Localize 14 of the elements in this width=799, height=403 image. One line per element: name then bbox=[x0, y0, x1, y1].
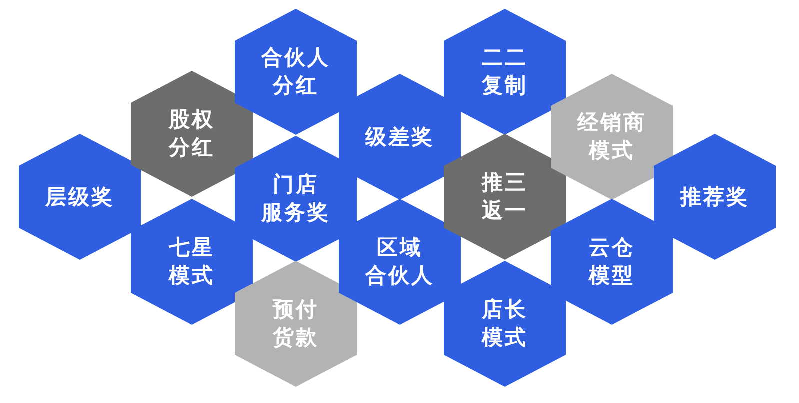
tile-label: 店长模式 bbox=[482, 296, 528, 352]
tile-label: 推三返一 bbox=[482, 170, 528, 225]
tile-label: 云仓模型 bbox=[589, 234, 635, 290]
tile-label: 二二复制 bbox=[482, 44, 528, 100]
tile-label: 区域合伙人 bbox=[366, 234, 434, 290]
tile-label: 级差奖 bbox=[366, 124, 434, 151]
tile-label: 合伙人分红 bbox=[262, 44, 330, 100]
tile-label: 七星模式 bbox=[169, 234, 215, 290]
tile-label: 门店服务奖 bbox=[262, 172, 330, 227]
tile-label: 推荐奖 bbox=[680, 184, 750, 211]
tile-label: 经销商模式 bbox=[578, 110, 646, 165]
tile-label: 股权分红 bbox=[169, 106, 215, 162]
tile-label: 预付货款 bbox=[273, 296, 319, 352]
tile-label: 层级奖 bbox=[46, 184, 114, 211]
